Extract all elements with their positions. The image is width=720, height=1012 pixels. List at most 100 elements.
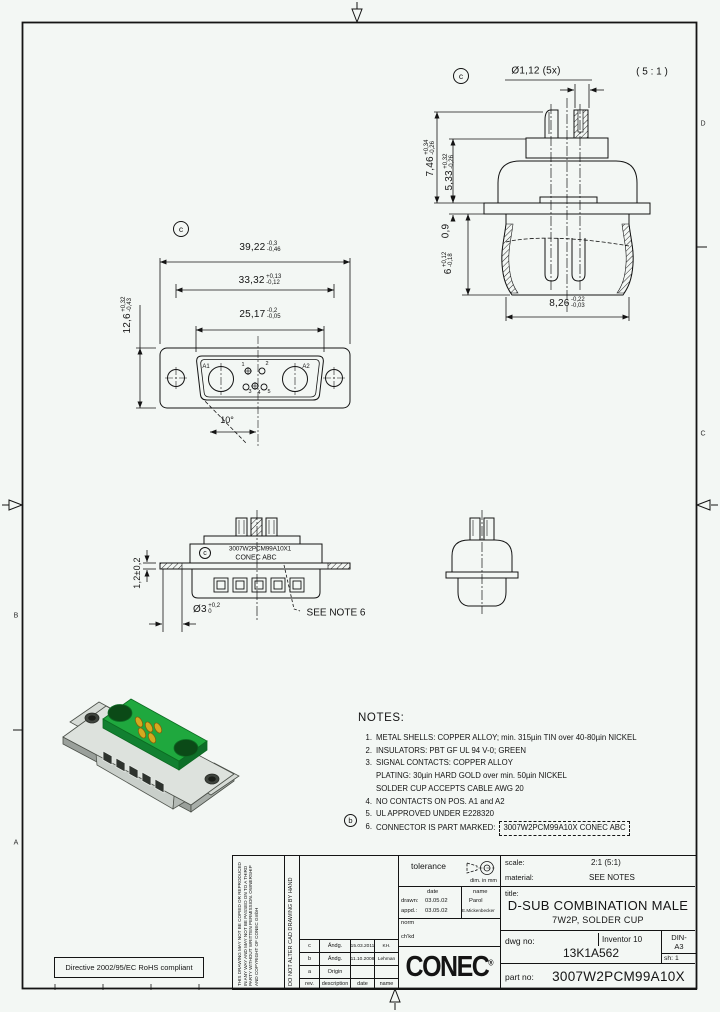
dim-hole-spacing: 33,32+0,13-0,12 [238,273,282,286]
notes-section: NOTES: 1.METAL SHELLS: COPPER ALLOY; min… [358,712,676,836]
disclaimer-cell: THIS DRAWING MAY NOT BE COPIED OR REPROD… [233,856,285,988]
see-note-ref: SEE NOTE 6 [306,607,366,619]
tolerance-label: tolerance [411,861,446,871]
dim-flange-thickness: 0,9 [440,223,452,239]
appd-date: 03.05.02 [425,908,448,914]
zone-letter: A [13,839,19,847]
zone-letter: D [700,120,706,128]
dim-flange-height: 12,6+0,32-0,43 [120,296,133,334]
dim-flange-plate-thickness: 1,2±0,2 [132,557,142,589]
contact-label-1: 1 [241,362,245,368]
dim-shell-width: 8,26-0,22-0,03 [549,296,585,309]
rev-name: KH. [375,939,398,952]
drawn-label: drawn: [401,898,419,904]
norm-label: norm [401,920,415,926]
rev-date [351,965,375,978]
note-item-6: 6.CONNECTOR IS PART MARKED:3007W2PCM99A1… [358,820,676,836]
scale-value: 2:1 (5:1) [591,858,621,867]
rev-letter: c [300,939,320,952]
rev-header: name [375,978,398,988]
note-revision-balloon: b [344,814,357,827]
notes-heading: NOTES: [358,712,405,724]
detail-scale-label: ( 5 : 1 ) [636,66,668,78]
do-not-alter-text: DO NOT ALTER CAD DRAWING BY HAND [288,877,294,986]
zone-letter: B [13,612,19,620]
rev-description: Ändg. [320,952,351,965]
side-view-geometry [143,510,351,632]
dim-height-total: 7,46+0,34-0,26 [423,139,436,177]
part-marking-line2: CONEC ABC [235,554,277,562]
part-label: part no: [505,972,534,982]
disclaimer-text: THIS DRAWING MAY NOT BE COPIED OR REPROD… [237,862,259,986]
rev-header: date [351,978,375,988]
contact-label-2: 2 [265,361,269,367]
format-box: DIN- A3 sh: 1 [661,931,696,964]
marking-balloon: c [199,547,211,559]
material-row: material: SEE NOTES [501,871,695,887]
rev-header: rev. [300,978,320,988]
part-row: part no: 3007W2PCM99A10X [501,964,695,988]
rear-view-geometry [445,510,519,614]
tolerance-cell: tolerance dim. in mm [399,856,500,887]
divider [461,887,462,918]
chkd-label: ch'kd [401,934,415,940]
part-marking-box: 3007W2PCM99A10X CONEC ABC [499,820,630,836]
contact-label-4: 4 [257,390,261,396]
rev-header: description [320,978,351,988]
contact-label-a2: A2 [302,364,310,370]
name-header: name [473,889,488,895]
format-line2: A3 [674,942,684,951]
rev-date: 15.03.2011 [351,939,375,952]
drawing-title: D-SUB COMBINATION MALE [507,898,689,913]
note-item-5: 5.UL APPROVED UNDER E228320 [365,809,495,819]
dwg-label: dwg no: [505,936,535,946]
drawn-date: 03.05.02 [425,898,448,904]
signature-table: date name drawn: 03.05.02 Parol appd.: 0… [399,887,500,947]
rev-name [375,965,398,978]
rev-description: Ändg. [320,939,351,952]
date-header: date [427,889,439,895]
part-number: 3007W2PCM99A10X [552,969,685,984]
title-block: THIS DRAWING MAY NOT BE COPIED OR REPROD… [232,855,697,990]
note-item-4: 4.NO CONTACTS ON POS. A1 and A2 [365,796,505,806]
rev-name: Lehman [375,952,398,965]
isometric-view [62,698,240,813]
scale-label: scale: [505,858,525,867]
divider [598,933,599,946]
sheet-number: sh: 1 [662,953,696,962]
title-row: title: D-SUB COMBINATION MALE 7W2P, SOLD… [501,887,695,931]
title-label: title: [505,889,519,898]
dwg-number: 13K1A562 [562,946,620,960]
rev-letter: b [300,952,320,965]
note-item-3: 3.SIGNAL CONTACTS: COPPER ALLOY [365,758,513,768]
detail-view-geometry [434,79,651,321]
approval-column: tolerance dim. in mm date name drawn: 03… [399,856,501,988]
conec-logo: CONEC® [405,950,494,984]
scale-row: scale: 2:1 (5:1) [501,856,695,871]
front-view-geometry [136,258,351,448]
format-line1: DIN- [671,933,687,942]
rev-letter: a [300,965,320,978]
title-column: scale: 2:1 (5:1) material: SEE NOTES tit… [501,856,696,988]
contact-label-5: 5 [267,389,271,395]
appd-label: appd.: [401,908,418,914]
dim-pin-diameter: Ø1,12 (5x) [511,65,561,77]
contact-label-3: 3 [248,389,252,395]
appd-name: E.Mickenbecker [462,908,495,913]
dim-insert-width: 25,17-0,2-0,05 [239,307,281,320]
contact-label-a1: A1 [202,364,210,370]
dim-unit-label: dim. in mm [470,878,497,884]
material-value: SEE NOTES [589,873,635,882]
revision-balloon: c [453,68,469,84]
rev-description: Origin [320,965,351,978]
note-item-2: 2.INSULATORS: PBT GF UL 94 V-0; GREEN [365,745,527,755]
do-not-alter-cell: DO NOT ALTER CAD DRAWING BY HAND [285,856,300,988]
divider [399,918,500,919]
dwg-row: dwg no: Inventor 10 13K1A562 DIN- A3 sh:… [501,931,696,964]
material-label: material: [505,873,534,882]
dim-height-upper: 5,33+0,32-0,26 [442,153,455,191]
rohs-compliance-box: Directive 2002/95/EC RoHS compliant [54,957,204,978]
